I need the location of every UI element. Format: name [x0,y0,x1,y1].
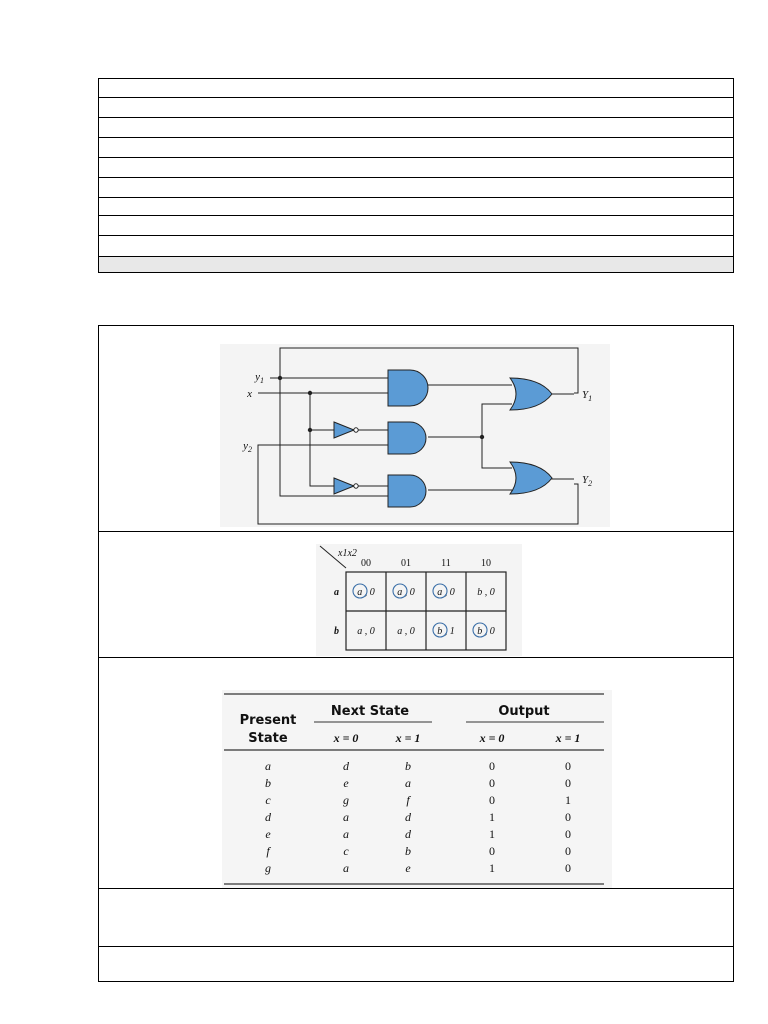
state-table-cell-state: g [265,861,271,875]
kmap-col-10: 10 [481,558,491,569]
state-table-cell-state: b [265,776,271,790]
state-table-cell-next1: a [405,776,411,790]
state-table-cell-out1: 0 [565,844,571,858]
state-table-cell-next1: d [405,827,412,841]
stable-state-circle [432,622,448,638]
header-next-state: Next State [331,704,409,719]
state-table-cell-state: d [265,810,272,824]
state-table-cell-out0: 0 [489,793,495,807]
state-table-cell-next1: e [405,861,411,875]
table-row-divider [99,657,733,658]
table-row-divider [99,888,733,889]
state-table-cell-next0: a [343,827,349,841]
stable-state-circle [392,583,408,599]
state-table: Present State Next State Output x = 0 x … [222,690,612,888]
top-empty-table [98,78,734,273]
label-Y2: Y2 [582,474,592,488]
and-gate-1 [387,369,429,407]
kmap-cell: a , 0 [437,587,455,598]
table-row-divider [99,117,733,118]
header-output: Output [498,704,549,719]
kmap-col-11: 11 [441,558,451,569]
table-row-divider [99,946,733,947]
label-y1: y1 [254,371,264,385]
label-y2: y2 [242,440,252,454]
header-present: Present [240,713,297,728]
and-gate-2 [387,421,427,455]
state-table-cell-out0: 0 [489,844,495,858]
state-table-cell-next0: c [343,844,349,858]
kmap-col-00: 00 [361,558,371,569]
table-row-divider [99,197,733,198]
state-table-cell-out0: 1 [489,810,495,824]
table-row-divider [99,157,733,158]
subheader: x = 1 [395,731,421,745]
state-table-cell-next1: b [405,759,411,773]
stable-state-circle [432,583,448,599]
table-row-divider [99,531,733,532]
state-table-cell-out0: 0 [489,759,495,773]
label-x: x [246,388,252,400]
label-Y1: Y1 [582,389,592,403]
subheader: x = 0 [333,731,359,745]
state-table-cell-next0: e [343,776,349,790]
state-table-cell-next0: a [343,861,349,875]
state-table-cell-next0: a [343,810,349,824]
or-gate-1 [509,377,553,411]
state-table-cell-next0: g [343,793,349,807]
kmap-cell: a , 0 [357,587,375,598]
state-table-cell-out1: 0 [565,776,571,790]
table-row-divider [99,97,733,98]
state-table-cell-out1: 0 [565,861,571,875]
state-table-cell-out0: 1 [489,827,495,841]
kmap-cell: b , 0 [477,626,495,637]
state-table-cell-out0: 1 [489,861,495,875]
kmap-corner-label: x1x2 [337,548,357,559]
state-table-cell-out1: 1 [565,793,571,807]
state-table-cell-next1: f [406,793,411,807]
table-row-divider [99,177,733,178]
inverter-2 [333,477,356,495]
state-table-cell-next0: d [343,759,350,773]
kmap-cell: a , 0 [397,587,415,598]
state-table-cell-out1: 0 [565,827,571,841]
state-table-cell-out1: 0 [565,810,571,824]
kmap-cell: b , 1 [437,626,455,637]
state-table-cell-state: a [265,759,271,773]
kmap-col-01: 01 [401,558,411,569]
and-gate-3 [387,474,427,508]
state-table-cell-state: c [265,793,271,807]
logic-circuit-diagram: y1 x y2 Y1 Y2 [220,344,610,527]
state-table-cell-out0: 0 [489,776,495,790]
kmap-row-a: a [334,587,339,598]
kmap-cell: a , 0 [357,626,375,637]
state-table-cell-out1: 0 [565,759,571,773]
table-row-divider [99,215,733,216]
subheader: x = 0 [479,731,505,745]
figure-table [98,325,734,982]
state-table-cell-state: f [266,844,271,858]
stable-state-circle [472,622,488,638]
stable-state-circle [352,583,368,599]
kmap-cell: b , 0 [477,587,495,598]
table-row-divider [99,235,733,236]
state-table-cell-state: e [265,827,271,841]
flow-table-map: x1x2 00 01 11 10 a b a , 0 a , 0 a , 0 b… [316,544,522,656]
table-row-divider [99,137,733,138]
kmap-row-b: b [334,626,339,637]
inverter-1 [333,421,356,439]
shaded-row [99,256,733,272]
state-table-cell-next1: b [405,844,411,858]
header-state: State [248,731,288,746]
or-gate-2 [509,461,553,495]
subheader: x = 1 [555,731,581,745]
kmap-cell: a , 0 [397,626,415,637]
state-table-cell-next1: d [405,810,412,824]
